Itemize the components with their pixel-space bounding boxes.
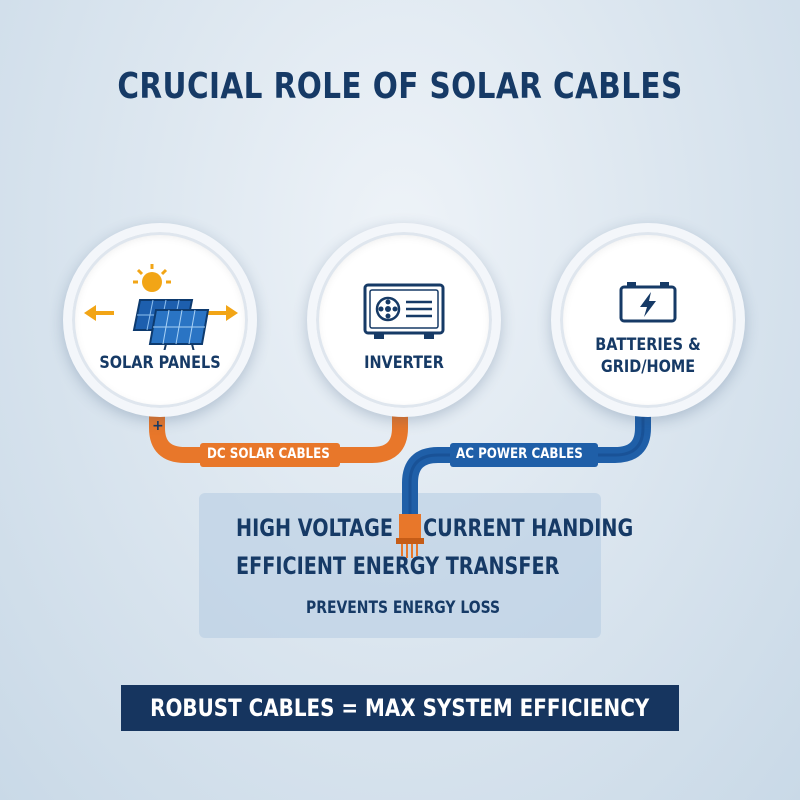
node-label-solar-panels: SOLAR PANELS — [99, 353, 221, 373]
dc-cable-label: DC SOLAR CABLES — [207, 446, 330, 462]
ac-cable-band — [450, 443, 598, 467]
node-label-grid-home: GRID/HOME — [600, 357, 696, 377]
node-batteries-grid-home: BATTERIES & GRID/HOME — [551, 223, 745, 417]
benefit-prevents-loss: PREVENTS ENERGY LOSS — [306, 598, 501, 618]
node-label-batteries: BATTERIES & — [595, 335, 701, 355]
battery-icon — [619, 282, 677, 323]
ac-cable-label: AC POWER CABLES — [456, 446, 583, 462]
node-inverter: INVERTER — [307, 223, 501, 417]
summary-banner: ROBUST CABLES = MAX SYSTEM EFFICIENCY — [121, 685, 679, 731]
node-solar-panels: SOLAR PANELS — [63, 223, 257, 417]
solar-panel-icon — [84, 264, 238, 350]
diagram-title: CRUCIAL ROLE OF SOLAR CABLES — [117, 66, 683, 107]
dc-cable-band — [200, 443, 340, 467]
node-label-inverter: INVERTER — [364, 353, 444, 373]
benefit-high-voltage: HIGH VOLTAGE & CURRENT HANDING — [236, 514, 634, 542]
summary-banner-text: ROBUST CABLES = MAX SYSTEM EFFICIENCY — [150, 694, 650, 722]
dc-polarity-plus: + — [152, 418, 164, 434]
inverter-icon — [363, 283, 445, 339]
benefit-efficient-transfer: EFFICIENT ENERGY TRANSFER — [236, 552, 560, 580]
